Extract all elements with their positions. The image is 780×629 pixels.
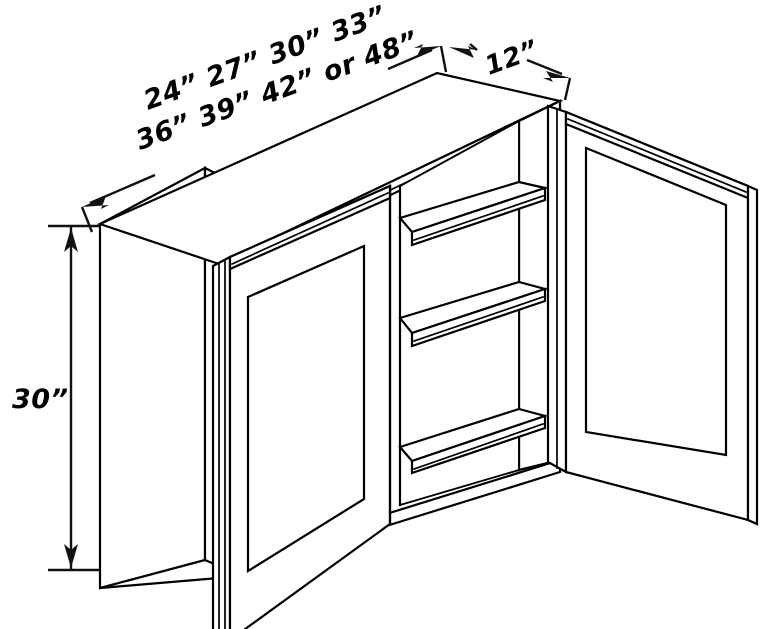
upper-shelf-back-line xyxy=(398,180,521,220)
depth-left-arrowhead xyxy=(449,46,477,58)
bottom-panel-scribe xyxy=(412,422,545,471)
lower-shelf-back-line xyxy=(398,280,521,320)
right-door-outer-edge xyxy=(746,184,759,526)
height-top-arrowhead xyxy=(64,228,78,252)
width-right-arrowhead xyxy=(414,44,441,56)
left-door-hinge-edge xyxy=(211,255,232,629)
width-left-leader xyxy=(89,173,156,205)
right-door-top-scribe xyxy=(566,117,748,194)
lower-shelf-front-edge xyxy=(410,287,547,348)
depth-right-extension xyxy=(563,77,572,101)
left-door-recessed-panel xyxy=(246,244,366,573)
width-left-extension xyxy=(80,206,94,233)
height-bottom-arrowhead xyxy=(64,544,78,568)
width-right-leader xyxy=(387,48,433,71)
upper-shelf-front-edge xyxy=(410,186,547,247)
cabinet-bottom-left-line xyxy=(98,576,221,590)
depth-left-leader xyxy=(469,43,478,51)
right-door-recessed-panel xyxy=(584,146,728,457)
left-door-top-scribe xyxy=(230,191,390,266)
upper-shelf-scribe xyxy=(412,194,545,242)
lower-shelf-scribe xyxy=(412,295,545,343)
width-right-extension xyxy=(439,45,448,73)
depth-right-arrowhead xyxy=(543,71,570,82)
depth-label: 12” xyxy=(481,35,542,82)
height-dimension: 30” xyxy=(12,224,100,572)
height-label: 30” xyxy=(12,384,68,415)
depth-right-leader xyxy=(526,58,563,76)
width-left-arrowhead xyxy=(82,196,109,209)
